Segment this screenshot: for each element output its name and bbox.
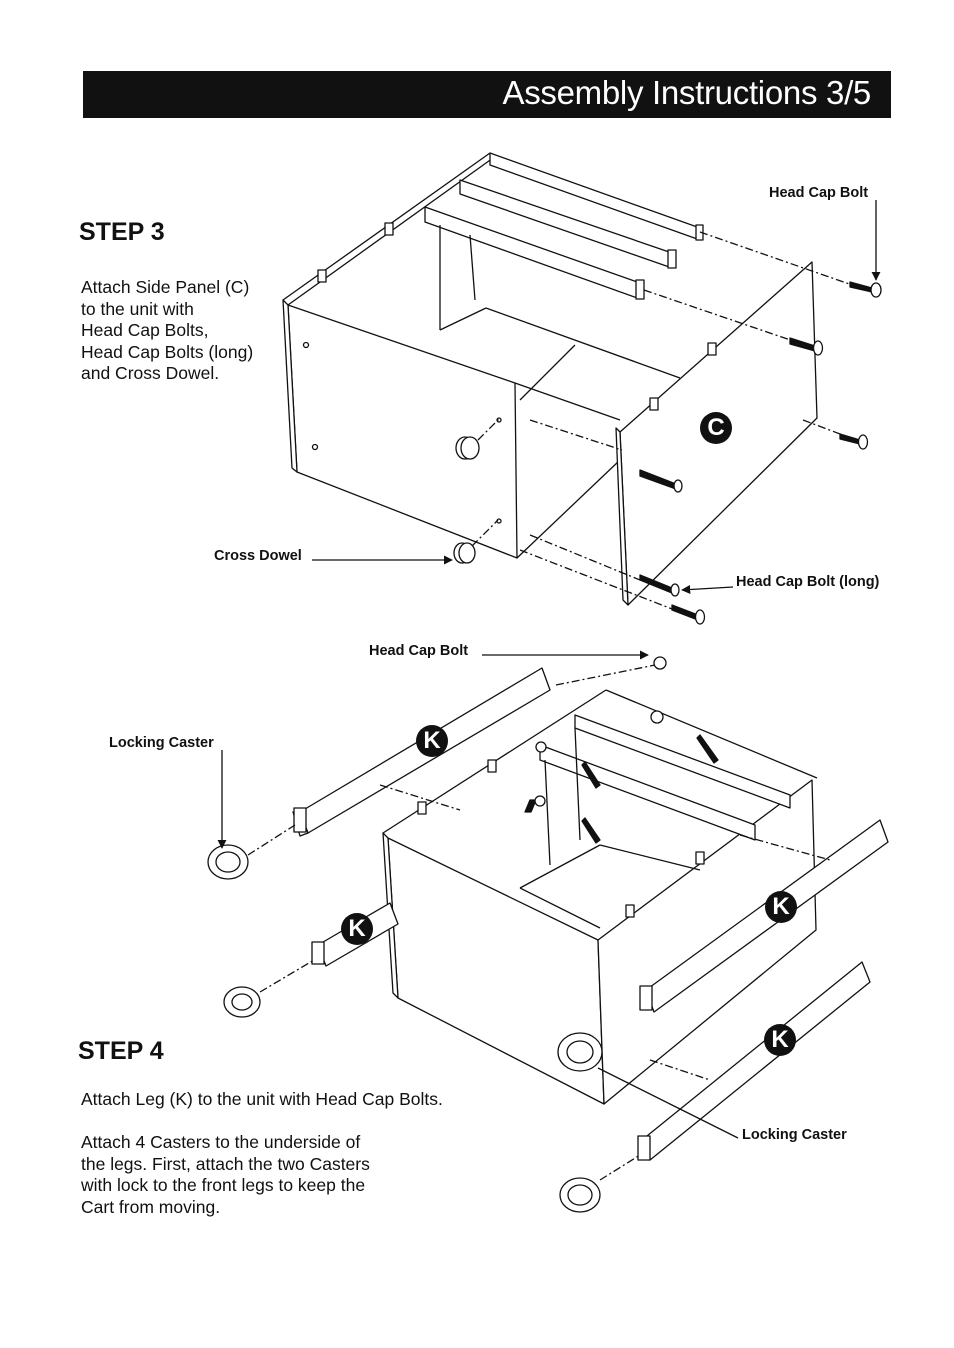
step4-cart-diagram — [207, 656, 889, 1213]
page-title: Assembly Instructions 3/5 — [502, 74, 872, 111]
step3-cabinet-diagram — [282, 152, 882, 625]
step3-instructions: Attach Side Panel (C) to the unit with H… — [81, 277, 254, 383]
part-label-k-2: K — [348, 915, 366, 942]
part-label-k-3: K — [772, 893, 790, 920]
part-badge-k-3 — [765, 891, 797, 923]
step4-title: STEP 4 — [78, 1037, 164, 1065]
callout-cross-dowel: Cross Dowel — [214, 548, 302, 564]
part-badge-k-2 — [341, 913, 373, 945]
part-badge-k-4 — [764, 1024, 796, 1056]
part-label-k-4: K — [771, 1026, 789, 1053]
part-label-c: C — [707, 414, 725, 441]
callout-head-cap-bolt-long: Head Cap Bolt (long) — [736, 574, 880, 590]
part-badge-c — [700, 412, 732, 444]
callout-head-cap-bolt-step4: Head Cap Bolt — [369, 643, 469, 659]
callout-locking-caster-right: Locking Caster — [742, 1127, 847, 1143]
callout-locking-caster-left: Locking Caster — [109, 735, 214, 751]
step3-title: STEP 3 — [79, 218, 165, 246]
callout-head-cap-bolt-step3: Head Cap Bolt — [769, 185, 869, 201]
header-bar: Assembly Instructions 3/5 — [83, 71, 891, 118]
part-label-k-1: K — [423, 727, 441, 754]
step4-instructions: Attach Leg (K) to the unit with Head Cap… — [81, 1089, 443, 1217]
part-badge-k-1 — [416, 725, 448, 757]
